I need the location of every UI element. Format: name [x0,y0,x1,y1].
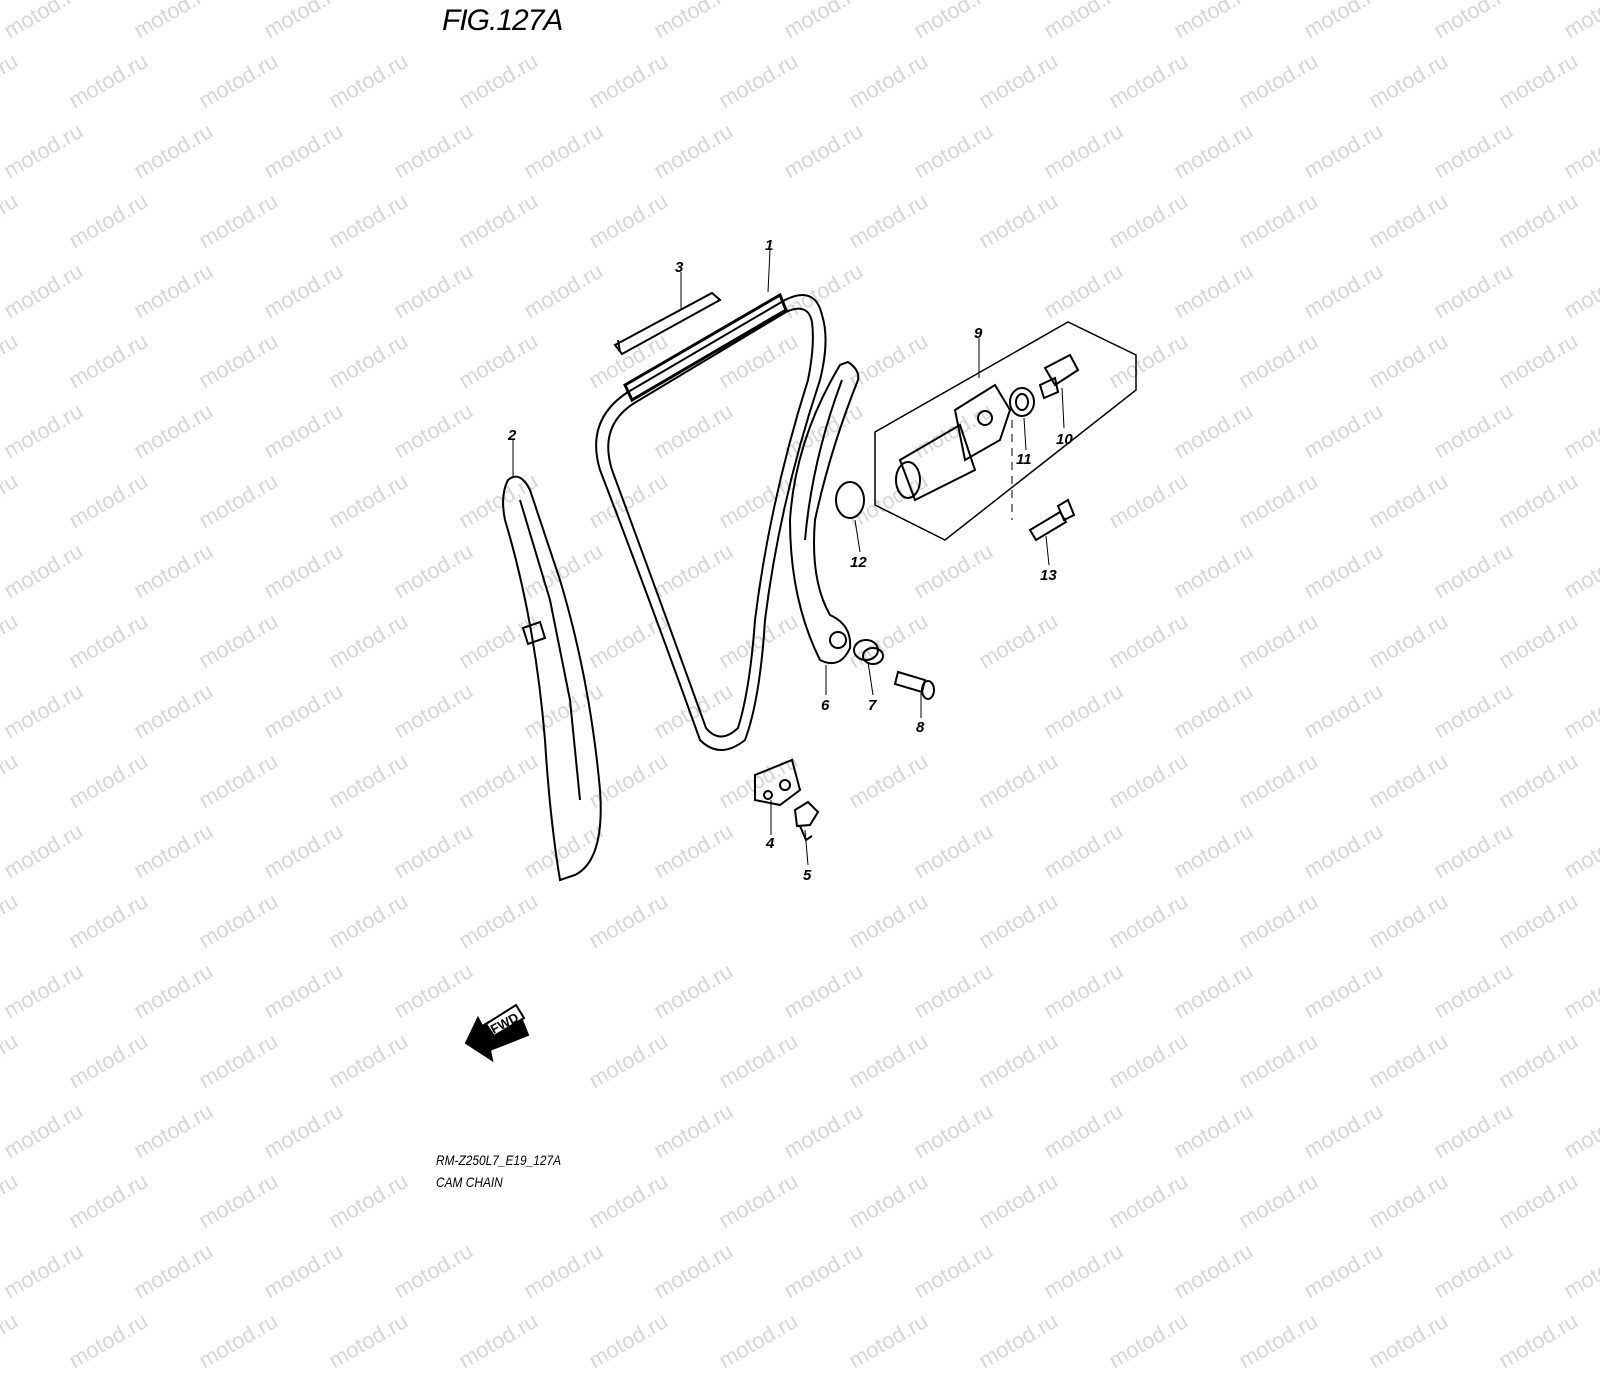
figure-caption: CAM CHAIN [436,1174,503,1190]
watermark-text: motod.ru [259,1238,348,1304]
figure-code: RM-Z250L7_E19_127A [436,1152,562,1168]
watermark-text: motod.ru [519,1238,608,1304]
watermark-text: motod.ru [649,1238,738,1304]
callout-4: 4 [765,835,775,852]
watermark-text: motod.ru [1234,1308,1323,1373]
watermark-text: motod.ru [1559,1238,1600,1304]
plate-4[interactable] [754,758,802,807]
o-ring-12[interactable] [835,481,865,519]
fwd-arrow-icon: FWD [464,1003,530,1063]
watermark-text: motod.ru [714,1308,803,1373]
watermark-text: motod.ru [324,1308,413,1373]
gasket-11[interactable] [1009,387,1035,417]
watermark-text: motod.ru [129,1238,218,1304]
watermark-text: motod.ru [844,1308,933,1373]
tensioner-assembly-box [874,321,1137,541]
callout-leaders [512,249,1065,866]
callout-6: 6 [821,697,830,714]
watermark-text: motod.ru [1429,1238,1518,1304]
watermark-text: motod.ru [1104,1308,1193,1373]
figure-title: FIG.127A [442,4,563,37]
callout-8: 8 [916,719,925,736]
callout-11: 11 [1016,451,1032,468]
watermark-text: motod.ru [0,1238,88,1304]
watermark-text: motod.ru [909,1238,998,1304]
cam-chain-guide-top[interactable] [613,291,722,356]
callout-10: 10 [1056,431,1073,448]
parts-diagram: 1 2 3 4 5 6 7 8 9 10 11 12 13 FWD [464,237,1137,1063]
watermark-text: motod.ru [389,1238,478,1304]
callout-3: 3 [675,259,684,276]
bolt-5[interactable] [793,800,820,842]
watermark-text: motod.ru [974,1308,1063,1373]
callout-5: 5 [803,867,812,884]
bolt-8[interactable] [893,670,935,700]
watermark-text: motod.ru [584,1308,673,1373]
bolt-13[interactable] [1028,498,1076,542]
bolt-10[interactable] [1038,353,1080,400]
watermark-text: motod.ru [454,1308,543,1373]
watermark-text: motod.ru [779,1238,868,1304]
callout-1: 1 [765,237,773,254]
callout-12: 12 [850,554,867,571]
chain-tensioner-adjuster-arm[interactable] [788,360,860,664]
watermark-text: motod.ru [64,1308,153,1373]
watermark-text: motod.ru [194,1308,283,1373]
watermark-text: motod.ru [1299,1238,1388,1304]
callout-7: 7 [868,697,877,714]
callout-2: 2 [507,427,517,444]
watermark-text: motod.ru [1039,1238,1128,1304]
callout-13: 13 [1040,567,1057,584]
callout-9: 9 [974,325,983,342]
watermark-text: motod.ru [1364,1308,1453,1373]
watermark-text: motod.ru [0,1308,23,1373]
cam-chain[interactable] [595,292,827,751]
watermark-text: motod.ru [1494,1308,1583,1373]
watermark-text: motod.ru [1169,1238,1258,1304]
tensioner-assembly[interactable] [895,383,1012,502]
washer-7[interactable] [853,639,884,665]
callout-labels: 1 2 3 4 5 6 7 8 9 10 11 12 13 [507,237,1073,884]
chain-guide-no2[interactable] [502,475,602,882]
